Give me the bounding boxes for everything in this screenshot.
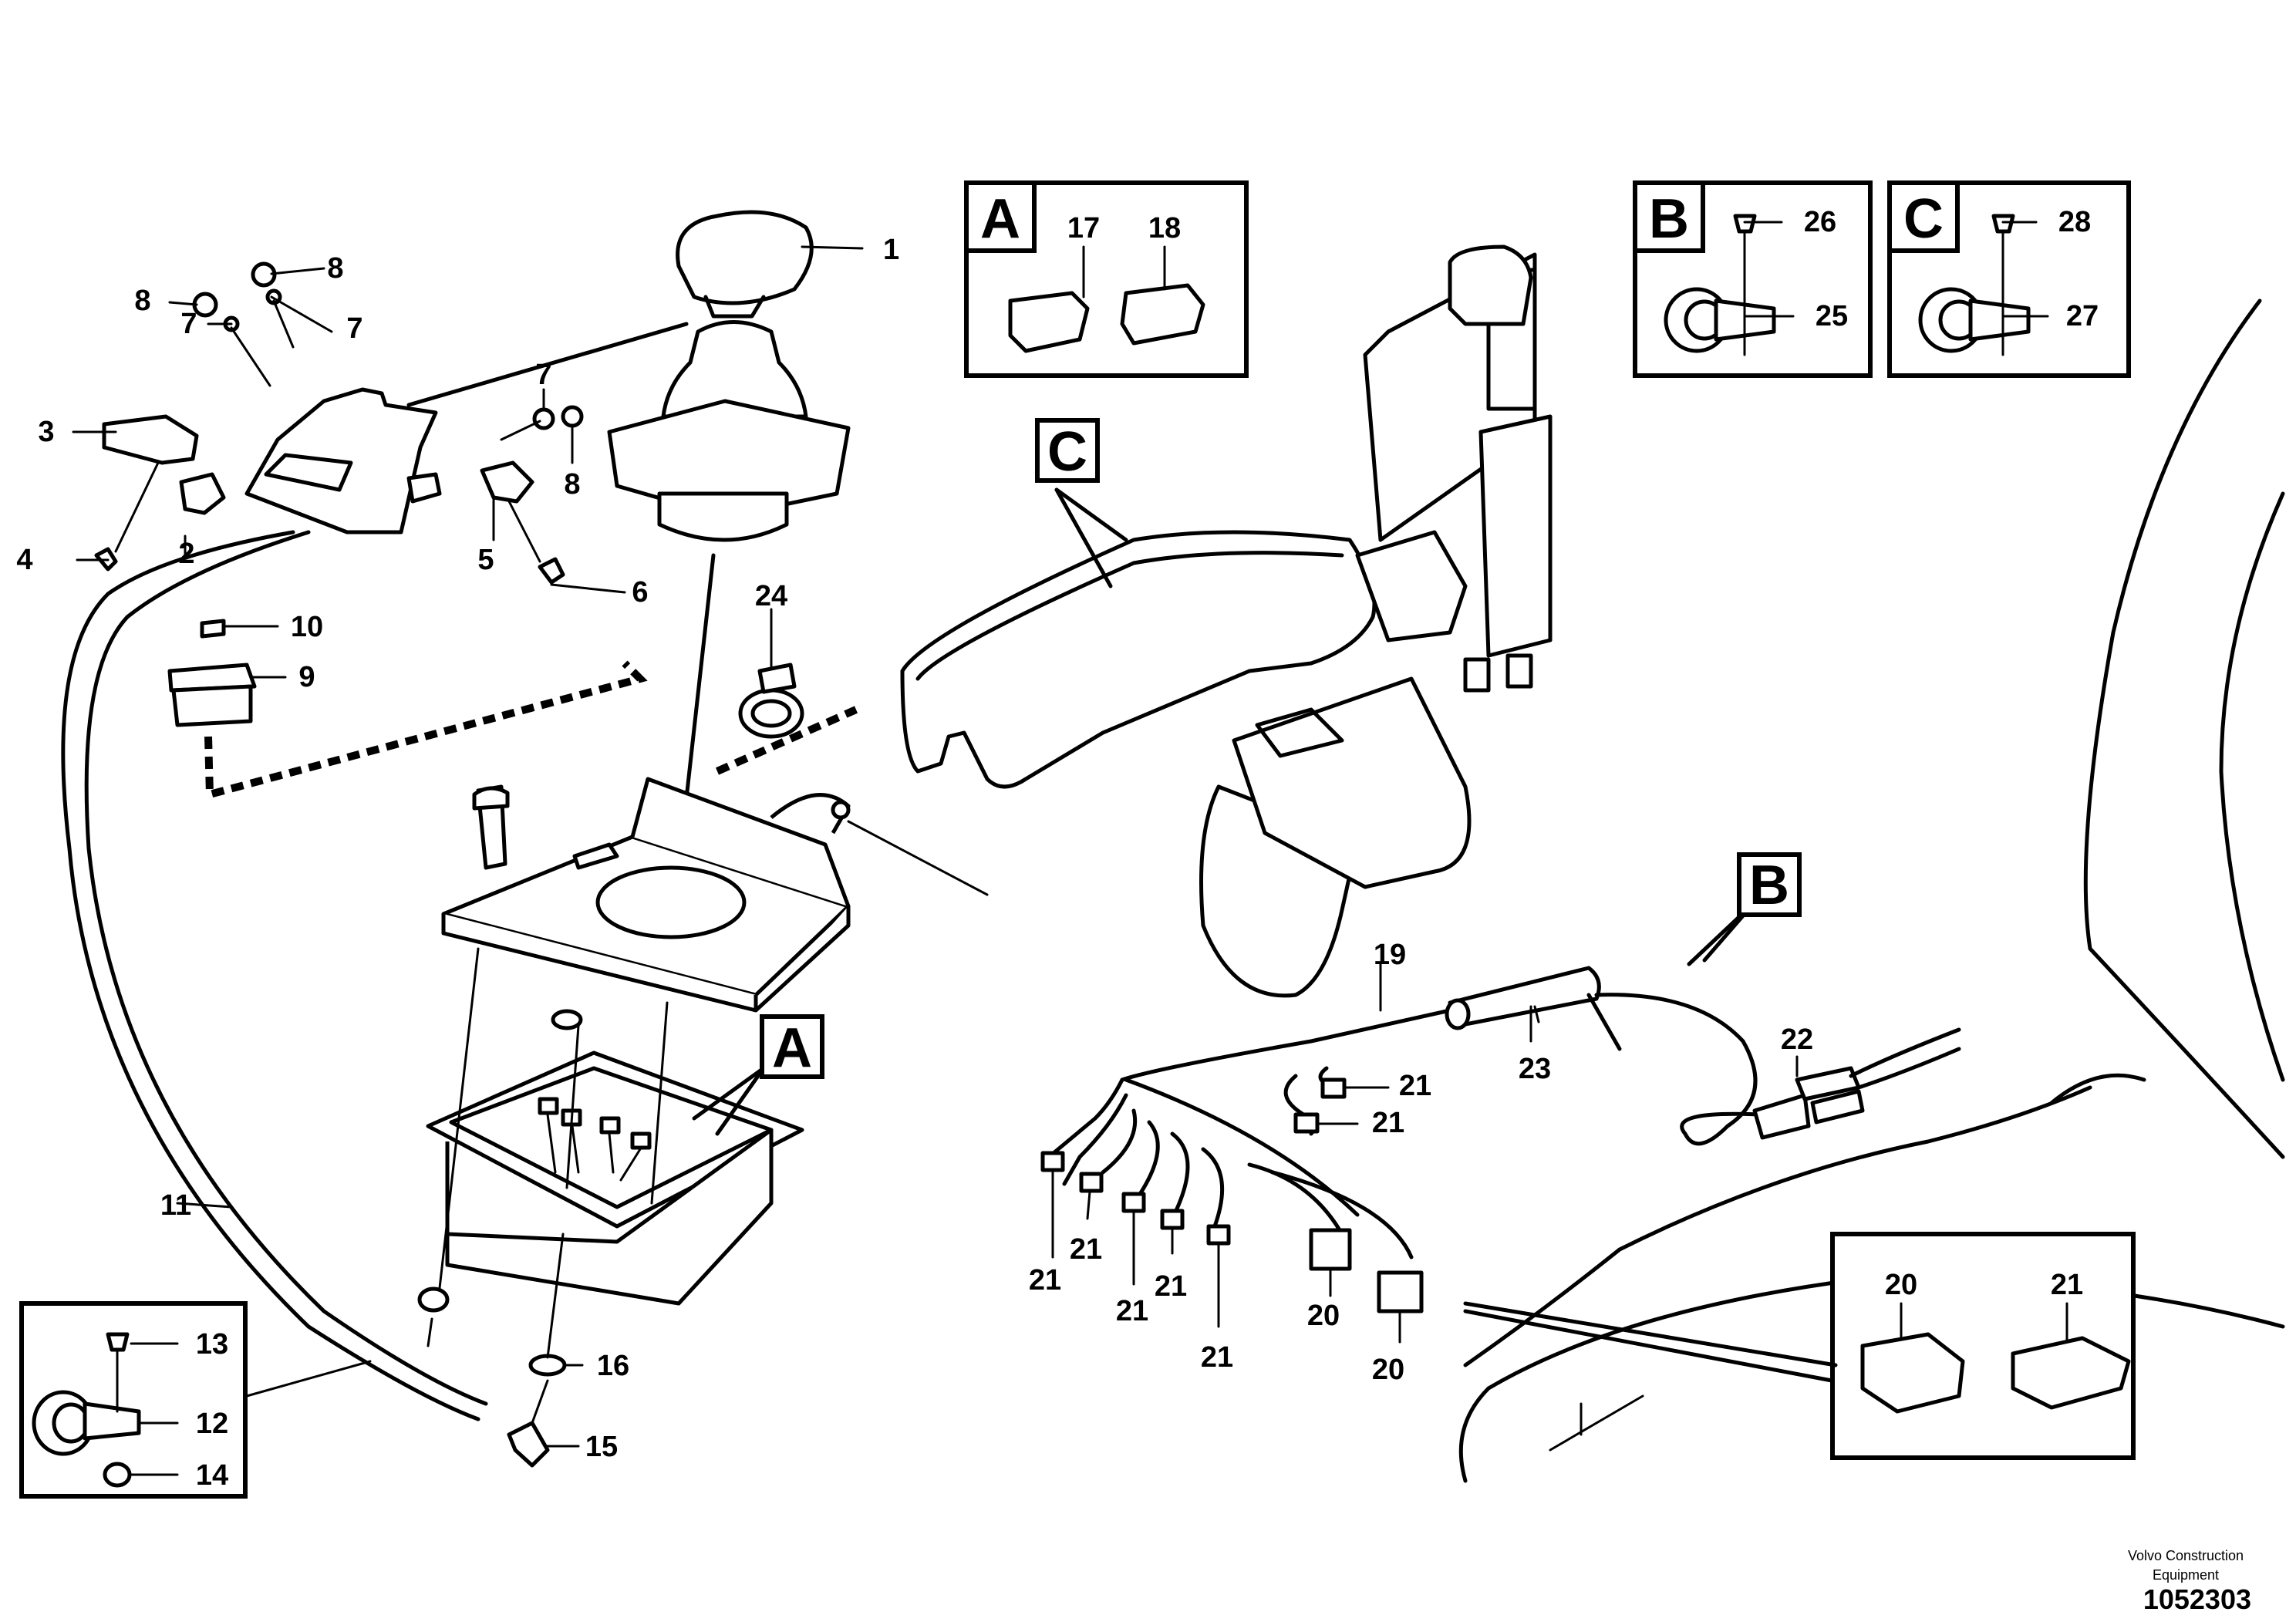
wiring-harness	[1040, 966, 1961, 1313]
callout-20-b: 20	[1372, 1354, 1404, 1386]
pointer-letter-c: C	[1047, 421, 1087, 483]
callout-21-e: 21	[1201, 1341, 1233, 1374]
callout-10: 10	[291, 611, 323, 643]
callout-7-left: 7	[180, 308, 197, 340]
credit-line-1: Volvo Construction	[2127, 1548, 2244, 1563]
detail-box-clamp	[19, 1301, 248, 1499]
callout-21-b: 21	[1070, 1233, 1102, 1266]
callout-21-detail: 21	[2051, 1269, 2083, 1301]
detail-letter-b: B	[1649, 188, 1689, 250]
callout-21-d: 21	[1155, 1270, 1187, 1303]
pointer-box-a: A	[760, 1014, 824, 1079]
callout-8-left: 8	[134, 285, 150, 317]
callout-12: 12	[196, 1408, 228, 1440]
cable-11-inner	[84, 530, 488, 1406]
credit-line-2: Equipment	[2152, 1567, 2220, 1583]
detail-letter-a: A	[980, 188, 1020, 250]
switch-panel	[94, 261, 689, 585]
callout-4: 4	[16, 544, 32, 576]
dashed-wire-24	[715, 706, 858, 775]
callout-21-f: 21	[1399, 1070, 1431, 1102]
callout-21-c: 21	[1116, 1295, 1148, 1327]
callout-18: 18	[1148, 212, 1181, 244]
callout-28: 28	[2058, 206, 2091, 238]
cable-clamp-24	[738, 663, 804, 739]
mounting-bracket	[441, 777, 989, 1013]
callout-9: 9	[298, 661, 315, 693]
detail-box-a: A	[964, 180, 1249, 378]
callout-15: 15	[585, 1431, 618, 1463]
pointer-letter-b: B	[1749, 855, 1789, 916]
callout-19: 19	[1374, 939, 1406, 971]
armrest-console	[900, 244, 1553, 998]
callout-11: 11	[160, 1189, 191, 1222]
callout-21-g: 21	[1372, 1107, 1404, 1139]
document-number: 1052303	[2143, 1583, 2251, 1615]
callout-23: 23	[1519, 1053, 1551, 1085]
leader-lines	[72, 221, 2049, 1476]
callout-1: 1	[883, 234, 899, 266]
callout-8-mid: 8	[564, 468, 580, 501]
rocker-switch	[167, 619, 257, 727]
cable-11	[61, 530, 480, 1421]
callout-20-detail: 20	[1885, 1269, 1917, 1301]
callout-20-a: 20	[1307, 1300, 1340, 1332]
callout-5: 5	[477, 544, 494, 576]
callout-13: 13	[196, 1328, 228, 1361]
callout-8-top: 8	[327, 252, 343, 285]
detail-box-b: B	[1633, 180, 1873, 378]
callout-7-top: 7	[346, 312, 362, 345]
callout-6: 6	[632, 576, 648, 609]
callout-labels: 1 2 3 4 5 6 7 7 7 8 8 8 9 10 11 12 13 14…	[16, 206, 2099, 1492]
callout-21-a: 21	[1029, 1264, 1061, 1297]
detail-box-c: C	[1887, 180, 2131, 378]
callout-7-mid: 7	[535, 359, 551, 391]
callout-22: 22	[1781, 1023, 1813, 1056]
callout-2: 2	[178, 538, 194, 570]
detail-box-connectors	[1830, 1232, 2136, 1460]
dashed-wire-9	[204, 660, 648, 800]
pointer-box-c: C	[1035, 418, 1100, 483]
callout-17: 17	[1067, 212, 1100, 244]
joystick-housing	[417, 947, 804, 1468]
callout-27: 27	[2066, 300, 2099, 332]
pointer-letter-a: A	[772, 1017, 812, 1079]
detail-letter-c: C	[1903, 188, 1944, 250]
callout-3: 3	[38, 416, 54, 448]
callout-26: 26	[1804, 206, 1836, 238]
pointer-box-b: B	[1737, 852, 1802, 917]
callout-16: 16	[597, 1350, 629, 1382]
callout-25: 25	[1816, 300, 1848, 332]
callout-24: 24	[755, 580, 787, 612]
callout-14: 14	[196, 1459, 228, 1492]
